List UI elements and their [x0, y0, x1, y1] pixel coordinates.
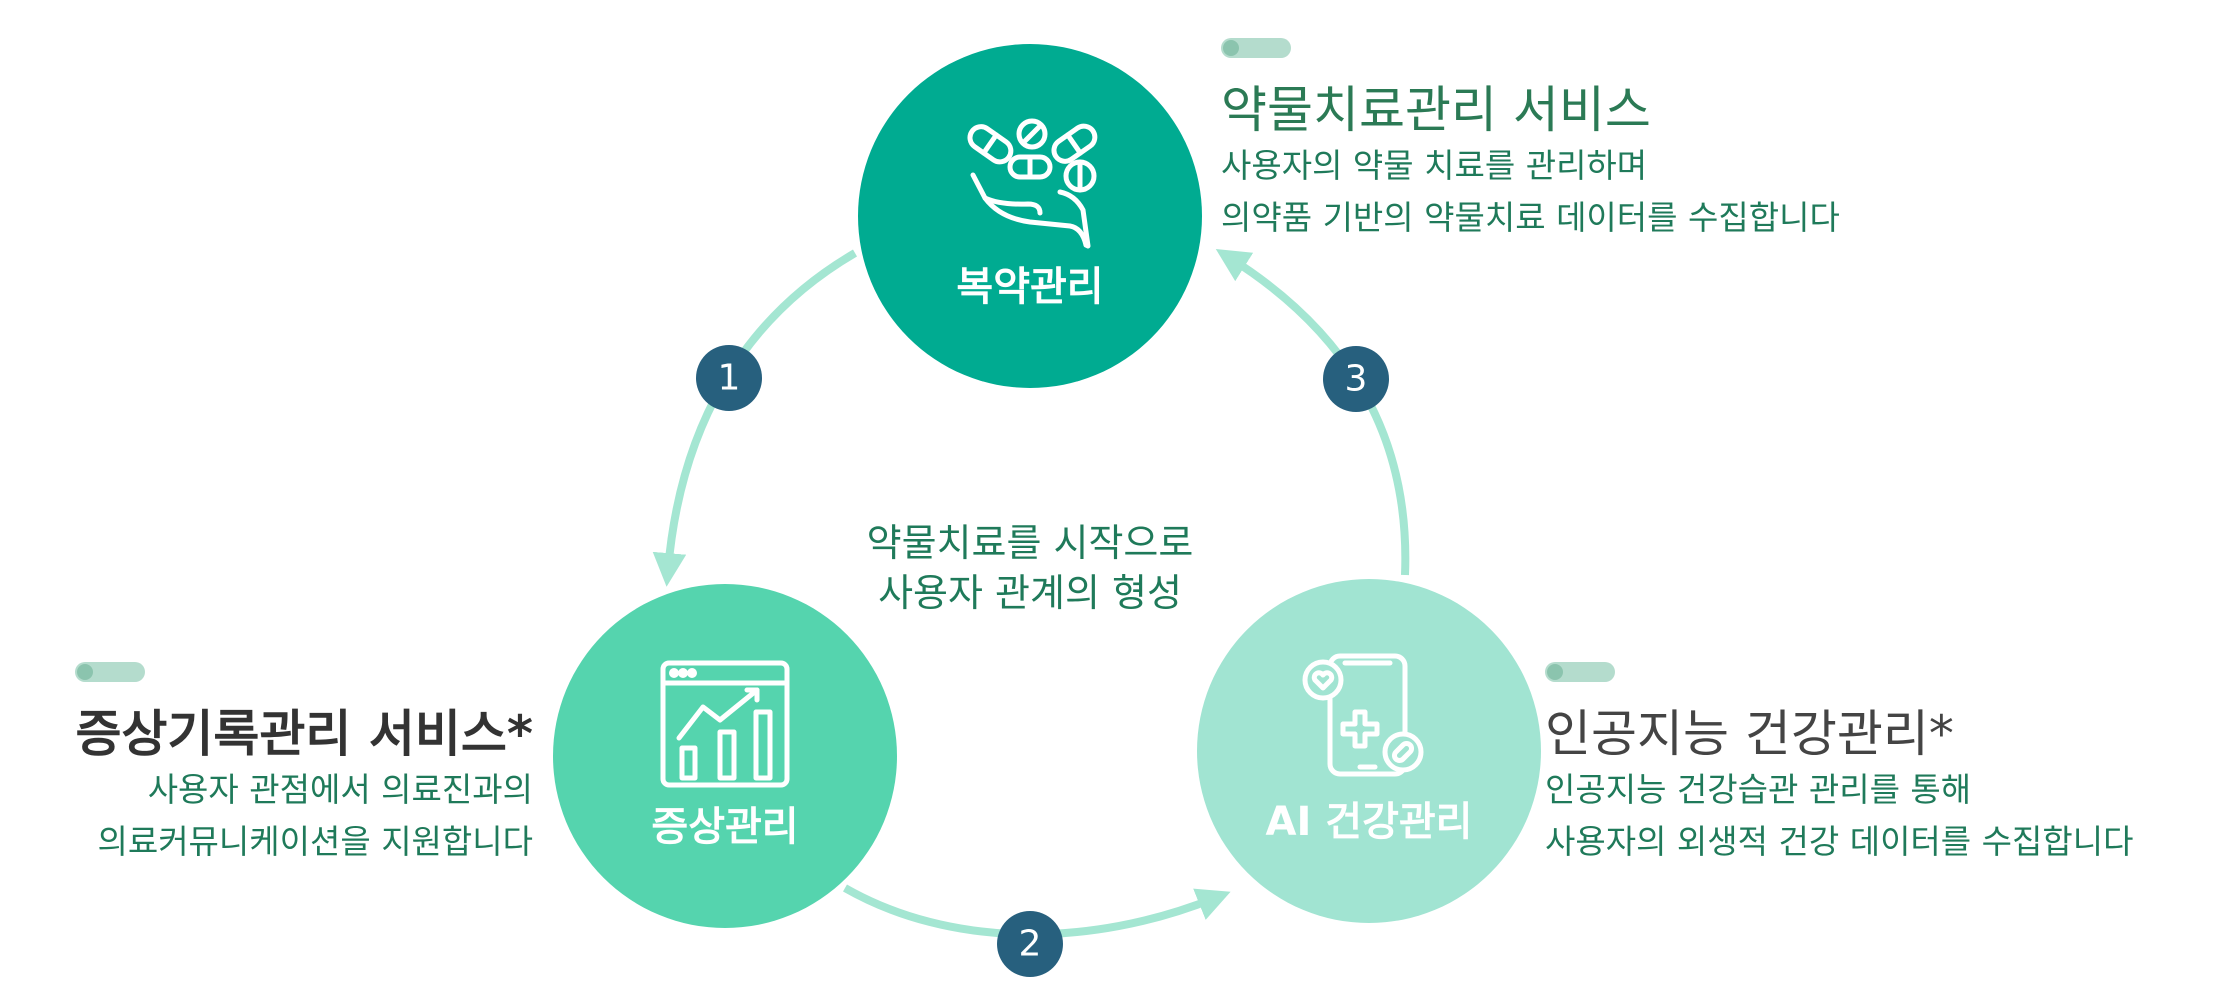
svg-text:1: 1: [718, 358, 741, 399]
step-badge-3: 3: [1323, 346, 1389, 412]
pill-decoration: [1221, 38, 1291, 58]
medication-service-title: 약물치료관리 서비스: [1221, 81, 1651, 139]
center-caption-line1: 약물치료를 시작으로: [866, 521, 1194, 565]
medication-service-desc2: 의약품 기반의 약물치료 데이터를 수집합니다: [1221, 198, 1840, 237]
ai-health-block: 인공지능 건강관리* 인공지능 건강습관 관리를 통해 사용자의 외생적 건강 …: [1545, 662, 2133, 868]
medication-service-block: 약물치료관리 서비스 사용자의 약물 치료를 관리하며 의약품 기반의 약물치료…: [1221, 38, 1840, 244]
pills-hand-icon: [967, 118, 1098, 249]
pill-decoration: [75, 662, 146, 682]
node-label-medication: 복약관리: [956, 264, 1103, 310]
step-badge-1: 1: [696, 345, 762, 411]
symptom-service-desc1: 사용자 관점에서 의료진과의: [147, 770, 533, 809]
node-label-ai: AI 건강관리: [1266, 799, 1473, 845]
health-phone-icon: [1302, 653, 1424, 777]
node-ai-health-management: AI 건강관리: [1197, 579, 1541, 923]
center-caption: 약물치료를 시작으로 사용자 관계의 형성: [760, 518, 1300, 618]
symptom-service-block: 증상기록관리 서비스* 사용자 관점에서 의료진과의 의료커뮤니케이션을 지원합…: [75, 662, 533, 868]
ai-health-desc2: 사용자의 외생적 건강 데이터를 수집합니다: [1545, 822, 2134, 861]
symptom-service-desc2: 의료커뮤니케이션을 지원합니다: [97, 822, 533, 861]
step-badge-2: 2: [997, 911, 1063, 977]
symptom-service-title: 증상기록관리 서비스*: [75, 705, 533, 763]
medication-service-desc1: 사용자의 약물 치료를 관리하며: [1221, 146, 1648, 185]
svg-text:2: 2: [1019, 924, 1042, 965]
growth-chart-icon: [660, 660, 790, 788]
node-label-symptom: 증상관리: [651, 804, 798, 850]
svg-text:3: 3: [1345, 359, 1368, 400]
center-caption-line2: 사용자 관계의 형성: [878, 571, 1182, 615]
ai-health-desc1: 인공지능 건강습관 관리를 통해: [1545, 770, 1972, 809]
pill-decoration: [1545, 662, 1615, 682]
node-symptom-management: 증상관리: [553, 584, 897, 928]
ai-health-title: 인공지능 건강관리*: [1545, 705, 1954, 763]
node-medication-management: 복약관리: [858, 44, 1202, 388]
